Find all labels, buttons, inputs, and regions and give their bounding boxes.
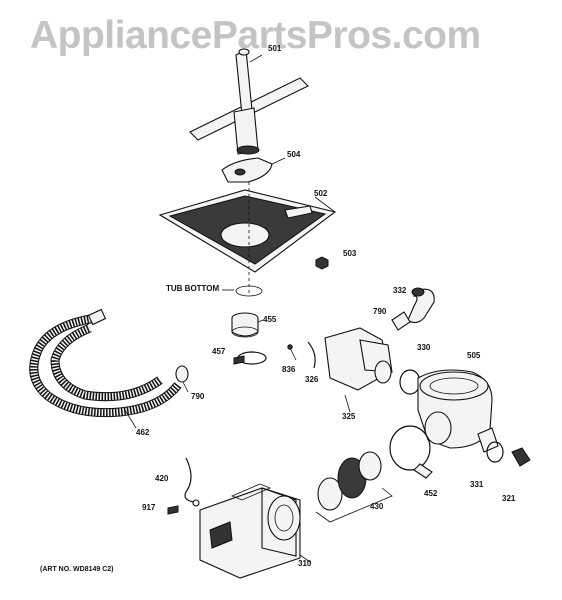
label-504: 504 bbox=[287, 150, 301, 159]
clip-part-790 bbox=[391, 311, 411, 331]
label-430: 430 bbox=[370, 502, 384, 511]
nut-part-503 bbox=[315, 256, 329, 270]
wire-part-420 bbox=[184, 457, 200, 507]
label-462: 462 bbox=[136, 428, 150, 437]
label-330: 330 bbox=[417, 343, 431, 352]
label-505: 505 bbox=[467, 351, 481, 360]
label-310: 310 bbox=[298, 559, 312, 568]
clip-part-790-hose bbox=[175, 365, 189, 393]
art-number: (ART NO. WD8149 C2) bbox=[40, 566, 114, 573]
label-790-upper: 790 bbox=[373, 307, 387, 316]
label-836: 836 bbox=[282, 365, 296, 374]
label-502: 502 bbox=[314, 189, 328, 198]
clamp-part-330 bbox=[399, 369, 421, 395]
filter-plate-part-502 bbox=[158, 189, 337, 273]
label-790-lower: 790 bbox=[191, 392, 205, 401]
clamp-part-331 bbox=[486, 441, 504, 463]
motor-part-310 bbox=[199, 483, 311, 579]
pump-part-325 bbox=[324, 327, 393, 413]
label-321: 321 bbox=[502, 494, 516, 503]
label-331: 331 bbox=[470, 480, 484, 489]
label-917: 917 bbox=[142, 503, 156, 512]
valve-part-321 bbox=[511, 447, 531, 467]
clamp-part-452 bbox=[389, 425, 433, 479]
screw-part-917 bbox=[167, 505, 179, 515]
clamp-part-457 bbox=[233, 351, 267, 365]
label-452: 452 bbox=[424, 489, 438, 498]
label-332: 332 bbox=[393, 286, 407, 295]
tub-bottom-ring bbox=[222, 182, 263, 297]
drain-hose-part-462 bbox=[29, 308, 182, 429]
cap-part-504 bbox=[221, 157, 286, 183]
wire-part-326 bbox=[307, 341, 316, 369]
label-503: 503 bbox=[343, 249, 357, 258]
label-455: 455 bbox=[263, 315, 277, 324]
hose-part-332 bbox=[407, 287, 435, 324]
label-326: 326 bbox=[305, 375, 319, 384]
label-420: 420 bbox=[155, 474, 169, 483]
spray-arm-part-501 bbox=[189, 48, 309, 155]
screw-part-836 bbox=[287, 344, 297, 361]
label-501: 501 bbox=[268, 44, 282, 53]
label-325: 325 bbox=[342, 412, 356, 421]
watermark-logo: AppliancePartsPros.com bbox=[30, 14, 481, 57]
sump-part-505 bbox=[417, 369, 499, 453]
impeller-assembly-part-430 bbox=[315, 451, 393, 523]
label-457: 457 bbox=[212, 347, 226, 356]
label-tub-bottom: TUB BOTTOM bbox=[166, 284, 220, 293]
seal-part-455 bbox=[231, 312, 264, 338]
